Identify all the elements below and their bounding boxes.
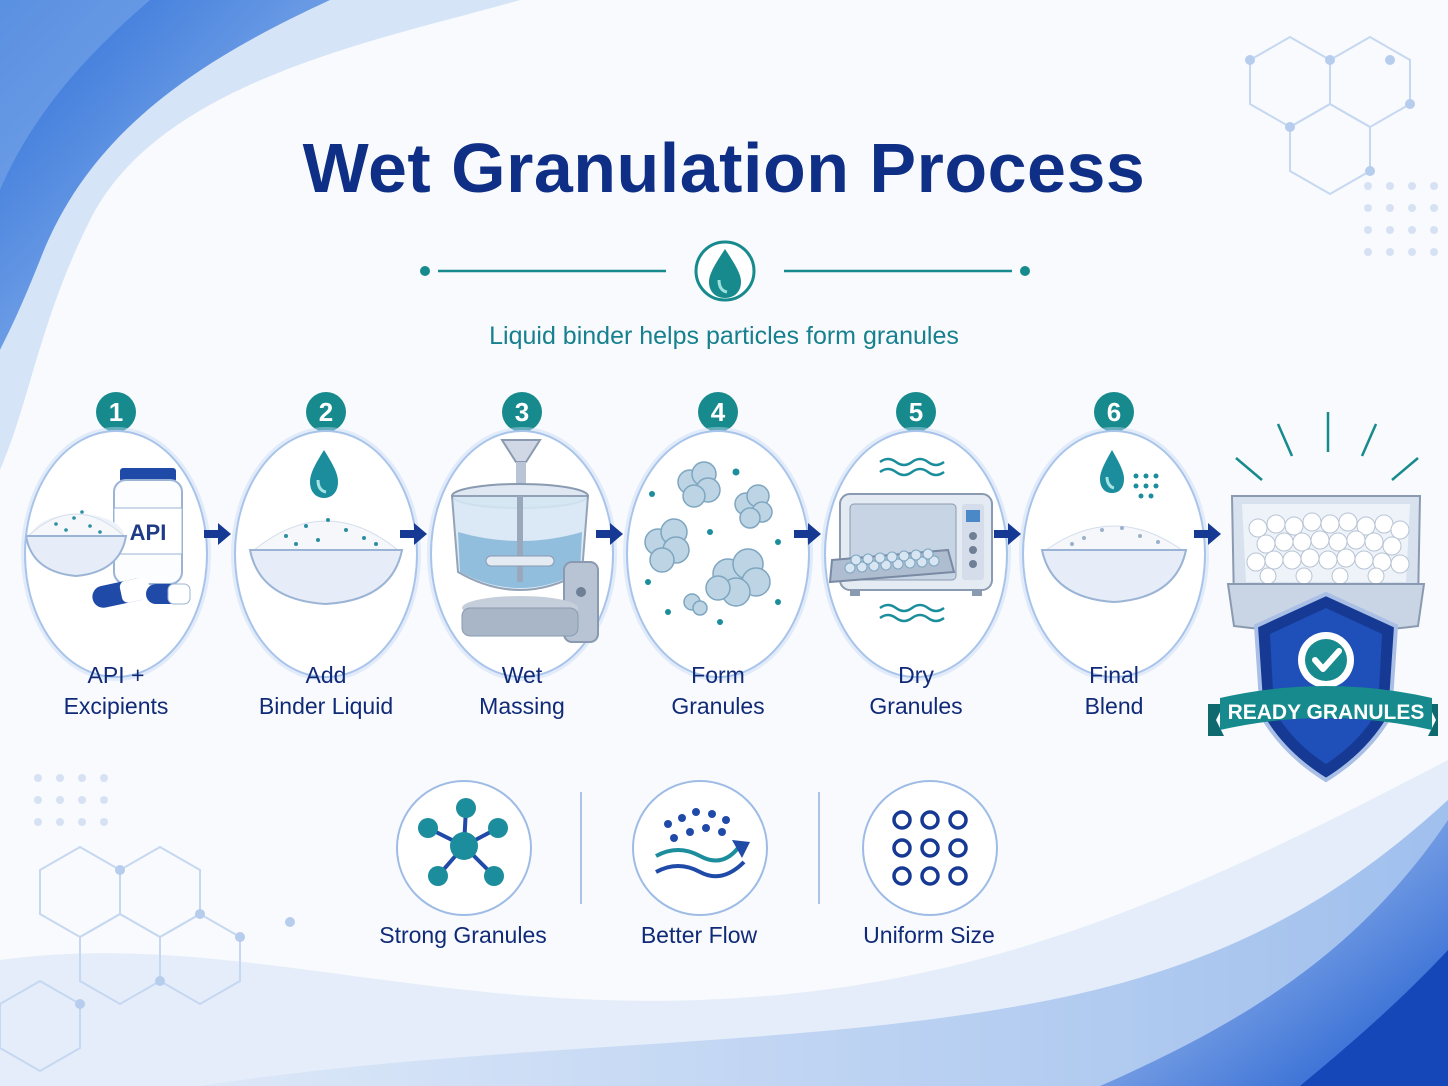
step-illustration xyxy=(1022,430,1206,678)
step-illustration xyxy=(824,430,1008,678)
uniform-circles-icon xyxy=(892,810,968,886)
divider xyxy=(818,792,820,904)
mixer-icon xyxy=(450,439,599,643)
benefit-uniform-size: Uniform Size xyxy=(824,780,1034,960)
step-illustration xyxy=(234,430,418,678)
ready-granules-badge: READY GRANULES xyxy=(1208,412,1438,783)
water-drop-icon xyxy=(1100,450,1124,493)
water-drop-icon xyxy=(709,249,741,298)
step-illustration xyxy=(430,430,614,678)
sparkle-icon xyxy=(1235,412,1419,481)
benefit-strong-granules: Strong Granules xyxy=(358,780,568,960)
arrow-right-icon xyxy=(204,523,231,545)
step-number-badge: 1 xyxy=(96,392,136,432)
binder-drop-bowl-icon xyxy=(248,450,404,606)
dryer-oven-icon xyxy=(828,457,993,623)
step-number-badge: 4 xyxy=(698,392,738,432)
step-illustration xyxy=(626,430,810,678)
arrow-right-icon xyxy=(596,523,623,545)
water-drop-icon xyxy=(310,450,338,498)
benefit-better-flow: Better Flow xyxy=(594,780,804,960)
arrow-right-icon xyxy=(794,523,821,545)
step-1: 1 API API +Excipients xyxy=(24,392,208,722)
benefit-label: Better Flow xyxy=(640,922,758,948)
arrow-right-icon xyxy=(1194,523,1221,545)
benefit-icon-circle xyxy=(862,780,998,916)
arrow-right-icon xyxy=(994,523,1021,545)
benefit-label: Uniform Size xyxy=(863,922,995,948)
step-number-badge: 6 xyxy=(1094,392,1134,432)
check-icon xyxy=(1312,648,1342,672)
molecule-network-icon xyxy=(418,798,508,886)
granule-clusters-icon xyxy=(644,461,781,625)
final-blend-bowl-icon xyxy=(1040,450,1188,604)
svg-text:API: API xyxy=(130,520,167,545)
subtitle: Liquid binder helps particles form granu… xyxy=(489,322,959,350)
divider xyxy=(580,792,582,904)
svg-text:READY GRANULES: READY GRANULES xyxy=(1228,701,1425,724)
page-title: Wet Granulation Process xyxy=(302,129,1146,207)
step-label: API +Excipients xyxy=(63,662,169,719)
benefit-icon-circle xyxy=(396,780,532,916)
step-illustration: API xyxy=(24,430,208,678)
flow-wave-icon xyxy=(655,808,750,879)
arrow-right-icon xyxy=(400,523,427,545)
step-number-badge: 3 xyxy=(502,392,542,432)
benefit-label: Strong Granules xyxy=(379,922,547,948)
benefit-icon-circle xyxy=(632,780,768,916)
step-number-badge: 2 xyxy=(306,392,346,432)
step-number-badge: 5 xyxy=(896,392,936,432)
api-bottle-bowl-icon: API xyxy=(26,468,191,608)
title-divider xyxy=(420,240,1030,302)
